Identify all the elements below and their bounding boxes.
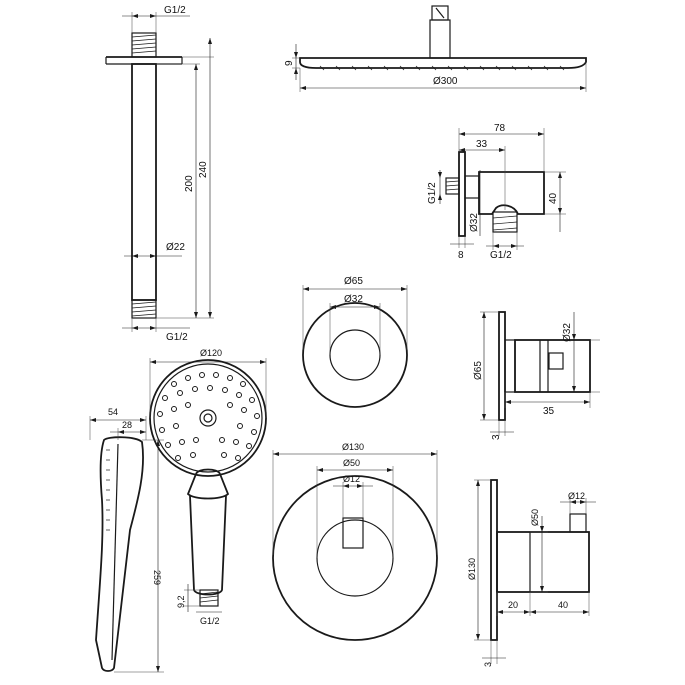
head-height-label: 9	[284, 60, 295, 66]
rosette-side-drawing: Ø32 Ø65 35 3	[473, 311, 600, 440]
wall-elbow-drawing: 78 33 G1/2 40 Ø32 8 G1/2	[427, 123, 566, 261]
mixer-lever-diameter-label: Ø12	[343, 474, 360, 484]
arm-length-240-label: 240	[198, 161, 209, 178]
arm-diameter-label: Ø22	[166, 242, 185, 253]
mixer-side-body-depth-label: 40	[558, 600, 568, 610]
arm-bottom-thread-label: G1/2	[166, 332, 188, 343]
hand-shower-side-width-label: 54	[108, 407, 118, 417]
mixer-side-drawing: Ø12 Ø50 Ø130 20 40 3	[467, 479, 596, 667]
head-diameter-label: Ø300	[433, 76, 458, 87]
hand-shower-length-label: 259	[152, 570, 162, 585]
hand-shower-front-drawing: Ø120 9,2 G1/2	[149, 348, 267, 626]
mixer-side-body-diameter-label: Ø50	[530, 509, 540, 526]
elbow-height-label: 40	[548, 192, 559, 204]
mixer-side-plate-diameter-label: Ø130	[467, 558, 477, 580]
thread-hatching-bottom	[131, 301, 157, 317]
elbow-outlet-offset-label: 33	[476, 139, 488, 150]
hand-shower-side-depth-label: 28	[122, 420, 132, 430]
thread-hatching-top	[131, 34, 157, 54]
mixer-front-drawing: Ø130 Ø50 Ø12	[272, 442, 438, 641]
rosette-side-depth-label: 35	[543, 406, 555, 417]
rosette-front-drawing: Ø65 Ø32	[302, 276, 408, 408]
shower-head-drawing: 9 Ø300	[284, 5, 587, 92]
elbow-outlet-thread-label: G1/2	[490, 250, 512, 261]
hand-shower-thread-label: G1/2	[200, 616, 220, 626]
rosette-side-thickness-label: 3	[491, 434, 502, 440]
shower-arm-drawing: G1/2 G1/2 200 240 Ø22	[105, 5, 214, 343]
hand-shower-thread-length-label: 9,2	[176, 595, 186, 608]
hand-shower-side-drawing: 54 28 259	[89, 407, 164, 673]
rosette-inner-diameter-label: Ø32	[344, 294, 363, 305]
mixer-side-lever-diameter-label: Ø12	[568, 491, 585, 501]
mixer-plate-diameter-label: Ø130	[342, 442, 364, 452]
spray-nozzle-grid	[157, 372, 260, 461]
rosette-side-diameter-65-label: Ø65	[473, 361, 484, 380]
side-nozzle-row	[106, 449, 110, 531]
arm-length-200-label: 200	[184, 175, 195, 192]
elbow-inlet-thread-label: G1/2	[427, 182, 438, 204]
hand-shower-head-diameter-label: Ø120	[200, 348, 222, 358]
mixer-side-plate-thickness-label: 3	[483, 662, 493, 667]
elbow-length-label: 78	[494, 123, 506, 134]
arm-top-thread-label: G1/2	[164, 5, 186, 16]
rosette-side-diameter-32-label: Ø32	[562, 323, 573, 342]
nozzle-row	[319, 65, 565, 71]
rosette-outer-diameter-label: Ø65	[344, 276, 363, 287]
elbow-flange-diameter-label: Ø32	[469, 213, 480, 232]
mixer-side-plate-to-body-label: 20	[508, 600, 518, 610]
mixer-body-diameter-label: Ø50	[343, 458, 360, 468]
elbow-flange-thickness-label: 8	[458, 250, 464, 261]
